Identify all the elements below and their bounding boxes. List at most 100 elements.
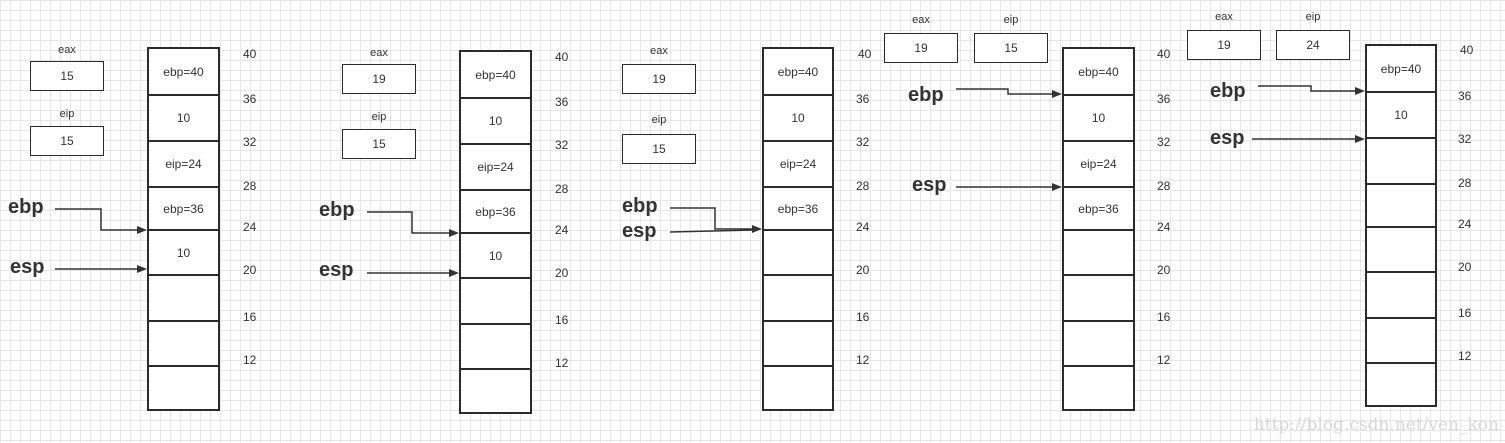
stack-slot: ebp=36 xyxy=(1064,188,1133,231)
register-label-eax: eax xyxy=(58,44,76,56)
address-label: 12 xyxy=(856,353,870,367)
stack-slot: ebp=40 xyxy=(764,49,832,96)
stack-column: ebp=40 10 eip=24 ebp=36 10 xyxy=(459,50,532,414)
address-label: 12 xyxy=(243,353,257,367)
register-label-eax: eax xyxy=(1215,11,1233,23)
stack-slot: 10 xyxy=(461,234,530,279)
register-box-eip: 15 xyxy=(974,33,1048,63)
stack-slot xyxy=(764,276,832,322)
address-label: 16 xyxy=(856,310,870,324)
register-label-eax: eax xyxy=(650,45,668,57)
address-label: 28 xyxy=(856,179,870,193)
address-label: 24 xyxy=(1458,217,1472,231)
pointer-arrows xyxy=(669,207,762,233)
address-label: 40 xyxy=(243,47,257,61)
stack-slot: ebp=40 xyxy=(149,49,218,96)
stack-slot xyxy=(1367,273,1435,319)
stack-slot: 10 xyxy=(149,231,218,276)
address-label: 32 xyxy=(1458,132,1472,146)
stack-slot xyxy=(1064,276,1133,322)
stack-column: ebp=40 10 eip=24 ebp=36 xyxy=(1062,47,1135,411)
stack-slot xyxy=(1367,185,1435,228)
ebp-arrow xyxy=(1258,85,1358,92)
stack-slot xyxy=(764,322,832,367)
register-box-eax: 19 xyxy=(884,33,958,63)
stack-slot: ebp=36 xyxy=(461,191,530,234)
register-box-eip: 15 xyxy=(30,126,104,156)
ebp-arrow xyxy=(956,88,1055,95)
address-label: 24 xyxy=(856,220,870,234)
stack-slot: eip=24 xyxy=(1064,142,1133,188)
esp-arrowhead xyxy=(1355,135,1365,143)
ebp-arrowhead xyxy=(1052,90,1062,98)
address-label: 12 xyxy=(555,356,569,370)
esp-pointer-label: esp xyxy=(319,259,354,281)
ebp-arrow xyxy=(55,208,140,231)
address-label: 28 xyxy=(1157,179,1171,193)
esp-arrowhead xyxy=(449,269,459,277)
stack-slot: ebp=36 xyxy=(149,188,218,231)
esp-pointer-label: esp xyxy=(912,174,947,196)
ebp-pointer-label: ebp xyxy=(319,199,355,221)
register-label-eax: eax xyxy=(912,14,930,26)
stack-frame-panel-2: eax 19 eip 15 ebp=40 10 eip=24 ebp=36 10… xyxy=(310,0,611,443)
address-label: 36 xyxy=(243,92,257,106)
register-box-eip: 15 xyxy=(342,129,416,159)
address-label: 20 xyxy=(856,263,870,277)
register-label-eip: eip xyxy=(1003,14,1019,26)
pointer-arrows xyxy=(956,88,1062,191)
register-label-eip: eip xyxy=(59,108,75,120)
stack-slot: ebp=40 xyxy=(1367,46,1435,93)
address-label: 32 xyxy=(1157,135,1171,149)
address-label: 28 xyxy=(1458,176,1472,190)
stack-slot xyxy=(149,322,218,367)
address-label: 28 xyxy=(243,179,257,193)
stack-column: ebp=40 10 eip=24 ebp=36 xyxy=(762,47,834,411)
address-label: 40 xyxy=(555,50,569,64)
stack-slot: ebp=40 xyxy=(461,52,530,99)
address-label: 20 xyxy=(243,263,257,277)
stack-frame-panel-3: eax 19 eip 15 ebp=40 10 eip=24 ebp=36 40… xyxy=(613,0,914,443)
address-label: 20 xyxy=(1157,263,1171,277)
address-label: 12 xyxy=(1157,353,1171,367)
esp-arrowhead xyxy=(1052,183,1062,191)
address-label: 32 xyxy=(856,135,870,149)
stack-slot: 10 xyxy=(149,96,218,142)
esp-pointer-label: esp xyxy=(10,256,45,278)
pointer-arrows xyxy=(367,211,459,277)
address-label: 20 xyxy=(1458,260,1472,274)
stack-slot xyxy=(1367,319,1435,364)
register-box-eip: 15 xyxy=(622,134,696,164)
address-label: 36 xyxy=(1157,92,1171,106)
address-label: 32 xyxy=(555,138,569,152)
address-label: 32 xyxy=(243,135,257,149)
stack-slot: 10 xyxy=(1367,93,1435,139)
address-label: 40 xyxy=(858,47,872,61)
ebp-arrowhead xyxy=(449,229,459,237)
esp-arrowhead xyxy=(137,265,147,273)
esp-pointer-label: esp xyxy=(622,220,657,242)
watermark: http://blog.csdn.net/ven_kon xyxy=(1253,415,1499,435)
ebp-pointer-label: ebp xyxy=(908,84,944,106)
address-label: 16 xyxy=(1458,306,1472,320)
stack-slot: eip=24 xyxy=(764,142,832,188)
address-label: 24 xyxy=(243,220,257,234)
stack-slot: 10 xyxy=(461,99,530,145)
stack-slot xyxy=(764,231,832,276)
ebp-arrowhead xyxy=(137,226,147,234)
stack-slot xyxy=(149,276,218,322)
esp-arrow xyxy=(669,229,756,233)
address-label: 16 xyxy=(243,310,257,324)
address-label: 24 xyxy=(1157,220,1171,234)
stack-slot: 10 xyxy=(764,96,832,142)
address-label: 36 xyxy=(555,95,569,109)
ebp-arrow xyxy=(367,211,452,234)
address-label: 40 xyxy=(1157,47,1171,61)
stack-column: ebp=40 10 eip=24 ebp=36 10 xyxy=(147,47,220,411)
address-label: 24 xyxy=(555,223,569,237)
stack-column: ebp=40 10 xyxy=(1365,44,1437,407)
stack-slot: eip=24 xyxy=(461,145,530,191)
stack-slot xyxy=(1064,322,1133,367)
register-box-eax: 19 xyxy=(342,64,416,94)
stack-slot: 10 xyxy=(1064,96,1133,142)
